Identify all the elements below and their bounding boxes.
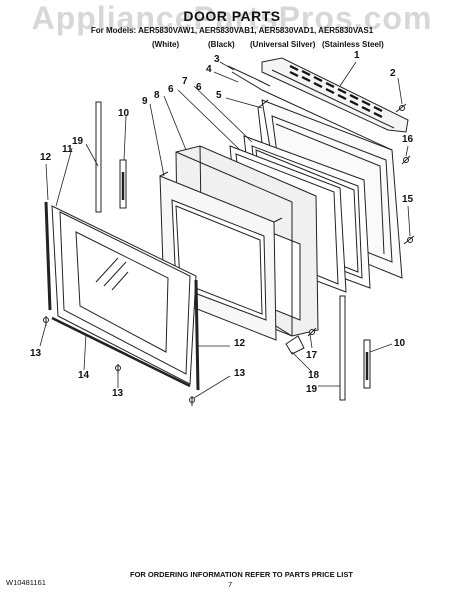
callout-8: 8	[154, 90, 160, 101]
callout-14: 14	[78, 370, 90, 381]
callout-12-right: 12	[234, 338, 246, 349]
part-bracket-4	[231, 71, 393, 151]
part-side-trim-right	[194, 279, 200, 391]
part-bracket-3	[227, 65, 271, 87]
part-outer-door-panel	[51, 205, 197, 385]
part-hinge-rod-right	[339, 295, 346, 401]
part-hinge-right	[363, 339, 371, 389]
leader-lines	[39, 61, 411, 399]
callout-6-upper: 6	[196, 82, 202, 93]
callout-13-center: 13	[112, 388, 124, 399]
callout-10-right: 10	[394, 338, 406, 349]
part-hinge-rod-left	[95, 101, 102, 213]
callout-7: 7	[182, 76, 188, 87]
callout-3: 3	[214, 54, 220, 65]
part-side-trim-left	[44, 201, 52, 311]
callout-13-left: 13	[30, 348, 42, 359]
color-universal-silver: (Universal Silver)	[250, 40, 316, 49]
page-number: 7	[228, 580, 233, 589]
page-title: DOOR PARTS	[183, 8, 281, 24]
part-clip	[285, 335, 305, 355]
callout-2: 2	[390, 68, 396, 79]
callout-9: 9	[142, 96, 148, 107]
callout-11: 11	[62, 144, 73, 155]
callout-6-lower: 6	[168, 84, 174, 95]
part-bottom-trim	[51, 316, 191, 388]
callout-13-right: 13	[234, 368, 246, 379]
callout-1: 1	[354, 50, 360, 61]
document-number: W10481161	[6, 578, 46, 587]
model-list: For Models: AER5830VAW1, AER5830VAB1, AE…	[90, 26, 374, 35]
callout-18: 18	[308, 370, 320, 381]
part-hinge-left	[119, 159, 127, 209]
color-black: (Black)	[208, 40, 235, 49]
callout-12-left: 12	[40, 152, 52, 163]
color-white: (White)	[152, 40, 180, 49]
callout-5: 5	[216, 90, 222, 101]
callout-17: 17	[306, 350, 318, 361]
color-stainless-steel: (Stainless Steel)	[322, 40, 384, 49]
callout-16: 16	[402, 134, 414, 145]
callout-10-left: 10	[118, 108, 130, 119]
ordering-note: FOR ORDERING INFORMATION REFER TO PARTS …	[130, 570, 353, 579]
callout-19-left: 19	[72, 136, 84, 147]
callout-4: 4	[206, 64, 212, 75]
screw-set	[43, 103, 415, 406]
callout-15: 15	[402, 194, 414, 205]
callout-19-right: 19	[306, 384, 318, 395]
part-vent-trim	[261, 57, 409, 133]
